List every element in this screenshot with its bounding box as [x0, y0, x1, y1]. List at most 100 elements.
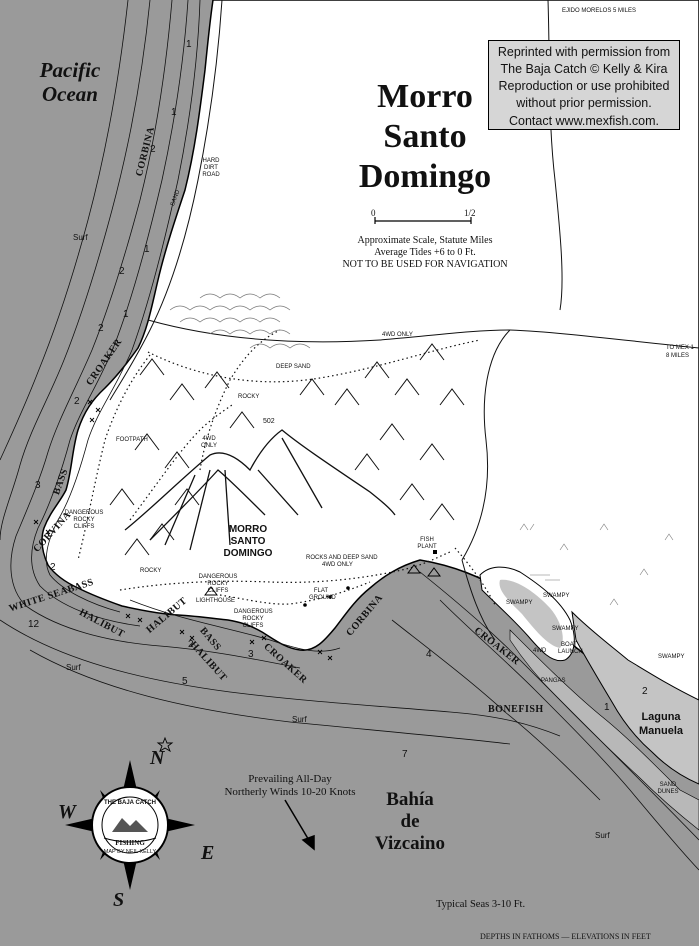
to-mex1-label-line2: 8 MILES: [666, 353, 690, 359]
land-mass: [41, 0, 699, 719]
depth-sounding: 2: [74, 396, 80, 407]
dangerous-cliffs-west-label: DANGEROUS ROCKY CLIFFS: [64, 510, 104, 531]
scale-zero-label: 0: [371, 208, 376, 218]
navigation-warning: NOT TO BE USED FOR NAVIGATION: [342, 259, 508, 270]
depth-sounding: 2: [98, 323, 104, 334]
wind-arrow: [284, 799, 315, 851]
depth-sounding: 4: [426, 649, 432, 660]
map-title-line3: Domingo: [358, 158, 492, 195]
permission-notice: Reprinted with permission from The Baja …: [488, 40, 680, 130]
scale-caption-text: Approximate Scale, Statute Miles: [357, 235, 493, 246]
surf-label-2: Surf: [66, 663, 81, 672]
ejido-morelos-label: EJIDO MORELOS 5 MILES: [562, 8, 637, 14]
depth-sounding: 2: [642, 686, 648, 697]
depth-sounding: 3: [35, 480, 41, 491]
compass-south: S: [113, 889, 125, 911]
depth-sounding: 3: [248, 649, 254, 660]
depth-sounding: 2: [188, 639, 194, 650]
wind-note: Prevailing All-Day Northerly Winds 10-20…: [215, 773, 365, 799]
dune-hatching: [169, 293, 311, 349]
compass-north: N: [150, 747, 165, 769]
wind-note-line2: Northerly Winds 10-20 Knots: [224, 786, 356, 799]
swampy-shading: [499, 579, 563, 648]
surf-lines: [0, 0, 561, 745]
permission-line: Contact www.mexfish.com.: [508, 113, 660, 128]
rocks-deep-sand-line2: 4WD ONLY: [322, 562, 353, 568]
permission-line: Reproduction or use prohibited: [498, 79, 670, 94]
swampy-label-2: SWAMPY: [543, 593, 570, 599]
rocky-label-1: ROCKY: [238, 394, 260, 400]
bahia-label-line3: Vizcaino: [374, 833, 445, 854]
pacific-label-line2: Ocean: [42, 82, 98, 106]
scale-half-label: 1/2: [464, 208, 476, 218]
structure-markers: [204, 550, 441, 607]
rock-markers: [33, 399, 333, 661]
surf-label-4: Surf: [595, 831, 610, 840]
depth-sounding: 2: [50, 562, 56, 573]
pangas-label: PANGAS: [541, 678, 566, 684]
rocks-deep-sand-line1: ROCKS AND DEEP SAND: [306, 555, 378, 561]
permission-line: without prior permission.: [516, 96, 652, 111]
compass-center-label: FISHING: [115, 839, 145, 847]
map-footer: DEPTHS IN FATHOMS — ELEVATIONS IN FEET: [480, 932, 651, 941]
depth-sounding: 1: [171, 107, 177, 118]
compass-west: W: [58, 801, 76, 823]
scale-bar: [374, 217, 472, 224]
dotted-trails: [77, 329, 496, 606]
hard-dirt-road-label: HARD DIRT ROAD: [202, 158, 220, 179]
boat-launch-label: BOAT LAUNCH: [558, 642, 583, 656]
sand-dunes-label: SAND DUNES: [657, 782, 679, 796]
scale-caption: Approximate Scale, Statute Miles Average…: [340, 235, 510, 271]
morro-mountain: [124, 429, 396, 551]
morro-label-line3: DOMINGO: [223, 548, 273, 559]
surf-label-3: Surf: [292, 715, 307, 724]
typical-seas-note: Typical Seas 3-10 Ft.: [436, 899, 526, 910]
compass-ring-top: THE BAJA CATCH: [104, 800, 156, 806]
depth-sounding: 1: [604, 702, 610, 713]
wind-note-line1: Prevailing All-Day: [248, 773, 332, 785]
footpath-label: FOOTPATH: [116, 437, 148, 443]
swampy-label-1: SWAMPY: [506, 600, 533, 606]
swampy-label-3: SWAMPY: [552, 626, 579, 632]
map-title-line1: Morro: [377, 78, 473, 115]
depth-sounding: 1: [186, 39, 192, 50]
four-wd-only-mid-label: 4WD ONLY: [201, 436, 217, 450]
fish-label-bonefish: BONEFISH: [488, 704, 544, 715]
hill-symbols: [109, 343, 465, 556]
laguna-label-line1: Laguna: [641, 711, 681, 723]
laguna-label-line2: Manuela: [638, 725, 683, 737]
depth-sounding: 1: [123, 309, 129, 320]
depth-sounding: 7: [402, 749, 408, 760]
marsh-tufts: [519, 523, 674, 606]
to-mex1-label-line1: TO MEX 1: [666, 345, 694, 351]
compass-ring-bottom: MAP BY NEIL KELLY: [103, 849, 157, 855]
depth-sounding: 1: [144, 244, 150, 255]
lighthouse-label: LIGHTHOUSE: [196, 598, 236, 604]
depth-sounding: 2: [119, 266, 125, 277]
surf-label-1: Surf: [73, 233, 88, 242]
laguna-manuela-water: [571, 610, 699, 785]
four-wd-only-top-label: 4WD ONLY: [382, 332, 413, 338]
permission-line: Reprinted with permission from: [497, 45, 671, 59]
flat-ground-label: FLAT GROUND: [309, 588, 336, 602]
fish-plant-label: FISH PLANT: [417, 537, 437, 551]
rocky-label-2: ROCKY: [140, 568, 162, 574]
east-surf-lines: [391, 571, 699, 871]
swampy-label-4: SWAMPY: [658, 654, 685, 660]
dangerous-cliffs-south1-label: DANGEROUS ROCKY CLIFFS: [198, 574, 238, 595]
permission-line: The Baja Catch © Kelly & Kira: [500, 62, 668, 77]
morro-label-line2: SANTO: [230, 536, 266, 547]
depth-sounding: 12: [28, 619, 40, 630]
bahia-label-line2: de: [400, 811, 420, 832]
dangerous-cliffs-south2-label: DANGEROUS ROCKY CLIFFS: [234, 609, 273, 630]
depth-sounding: 5: [182, 676, 188, 687]
pacific-label-line1: Pacific: [39, 58, 101, 82]
compass-rose: [65, 736, 195, 890]
map-title-line2: Santo: [383, 118, 467, 155]
depth-sounding: 2: [150, 144, 156, 155]
morro-label-line1: MORRO: [228, 524, 268, 535]
deep-sand-label: DEEP SAND: [276, 364, 311, 370]
bahia-label-line1: Bahía: [386, 789, 434, 810]
